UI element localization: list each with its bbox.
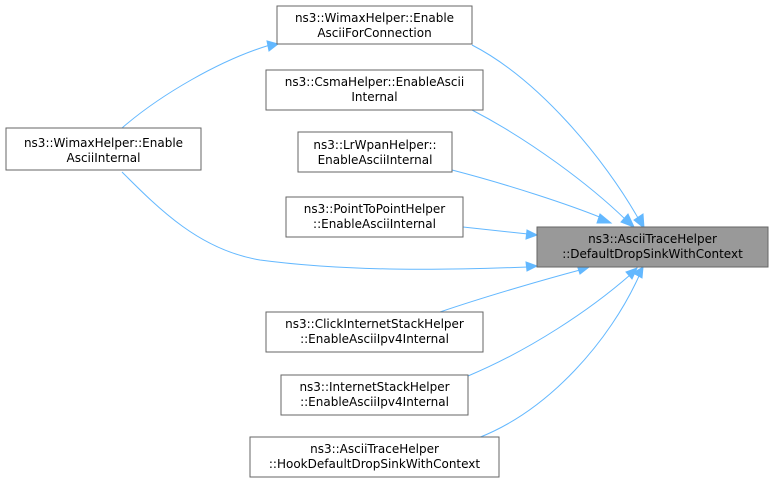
node-csma-enable-ascii-internal[interactable]: ns3::CsmaHelper::EnableAscii Internal: [265, 69, 484, 111]
edge-csma-to-focus: [471, 109, 635, 228]
edge-internet-to-focus: [467, 267, 638, 377]
edge-hook-to-focus: [477, 266, 644, 439]
node-p2p-enable-ascii-internal[interactable]: ns3::PointToPointHelper ::EnableAsciiInt…: [285, 196, 464, 238]
node-wimax-enable-ascii-for-connection[interactable]: ns3::WimaxHelper::Enable AsciiForConnect…: [276, 5, 473, 45]
node-label-line1: ns3::AsciiTraceHelper: [310, 442, 439, 456]
edge-wimax-internal-to-wimax-connection: [121, 40, 280, 129]
node-label-line1: ns3::AsciiTraceHelper: [588, 232, 717, 246]
node-label-line1: ns3::InternetStackHelper: [299, 380, 449, 394]
edge-p2p-to-focus: [462, 226, 539, 240]
node-label-line2: AsciiInternal: [67, 151, 141, 165]
edge-wimax-internal-to-focus: [121, 171, 539, 272]
node-label-line1: ns3::ClickInternetStackHelper: [285, 317, 464, 331]
edge-click-to-focus: [439, 264, 591, 313]
node-label-line2: ::HookDefaultDropSinkWithContext: [269, 457, 481, 471]
graph-nodes: ns3::WimaxHelper::Enable AsciiInternal n…: [5, 5, 769, 478]
edge-wimax-connection-to-focus: [471, 44, 645, 230]
graph-edges: [121, 40, 645, 439]
node-label-line2: EnableAsciiInternal: [318, 153, 433, 167]
node-label-line2: ::DefaultDropSinkWithContext: [562, 247, 743, 261]
node-internet-enable-ascii-ipv4-internal[interactable]: ns3::InternetStackHelper ::EnableAsciiIp…: [280, 374, 469, 416]
edge-lrwpan-to-focus: [451, 169, 613, 224]
node-label-line2: ::EnableAsciiIpv4Internal: [300, 332, 449, 346]
node-label-line1: ns3::PointToPointHelper: [304, 202, 446, 216]
node-label-line2: ::EnableAsciiInternal: [313, 217, 436, 231]
node-hook-default-drop-sink-with-context[interactable]: ns3::AsciiTraceHelper ::HookDefaultDropS…: [249, 436, 500, 478]
node-wimax-enable-ascii-internal[interactable]: ns3::WimaxHelper::Enable AsciiInternal: [5, 127, 202, 171]
node-click-enable-ascii-ipv4-internal[interactable]: ns3::ClickInternetStackHelper ::EnableAs…: [265, 311, 484, 353]
node-label-line1: ns3::WimaxHelper::Enable: [24, 136, 183, 150]
node-focus-default-drop-sink-with-context: ns3::AsciiTraceHelper ::DefaultDropSinkW…: [536, 226, 769, 268]
node-label-line1: ns3::WimaxHelper::Enable: [295, 11, 454, 25]
node-label-line1: ns3::CsmaHelper::EnableAscii: [285, 75, 464, 89]
node-label-line1: ns3::LrWpanHelper::: [313, 138, 436, 152]
node-label-line2: Internal: [351, 90, 397, 104]
node-label-line2: AsciiForConnection: [317, 26, 431, 40]
node-label-line2: ::EnableAsciiIpv4Internal: [300, 395, 449, 409]
node-lrwpan-enable-ascii-internal[interactable]: ns3::LrWpanHelper:: EnableAsciiInternal: [297, 131, 453, 173]
